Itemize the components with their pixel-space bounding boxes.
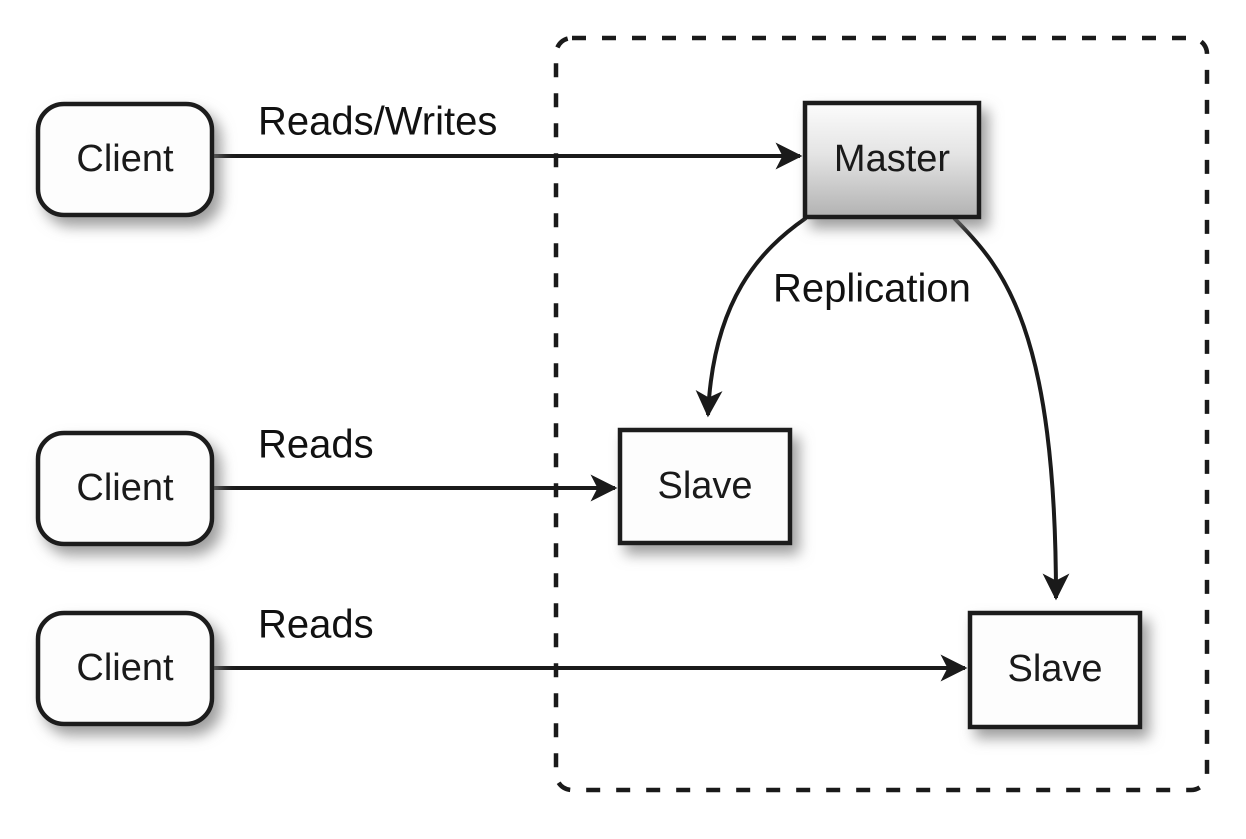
node-client-top[interactable]: Client bbox=[35, 101, 215, 218]
database-cluster-boundary bbox=[553, 35, 1210, 793]
edge-master-to-slave-upper bbox=[695, 216, 808, 418]
slave-lower-shape[interactable] bbox=[967, 610, 1143, 730]
edge-label-reads-bottom: Reads bbox=[258, 603, 374, 647]
client-middle-label: Client bbox=[76, 467, 174, 509]
edge-master-to-slave-lower bbox=[952, 216, 1070, 601]
replication-curve-left bbox=[695, 216, 808, 418]
slave-upper-shape[interactable] bbox=[617, 427, 793, 546]
replication-curve-right bbox=[952, 216, 1070, 601]
node-slave-upper[interactable]: Slave bbox=[617, 427, 793, 546]
master-shape[interactable] bbox=[802, 100, 982, 220]
edge-label-reads-writes: Reads/Writes bbox=[258, 100, 497, 144]
node-client-bottom[interactable]: Client bbox=[35, 610, 215, 727]
client-top-label: Client bbox=[76, 138, 174, 180]
node-master[interactable]: Master bbox=[802, 100, 982, 220]
edge-label-reads-middle: Reads bbox=[258, 423, 374, 467]
slave-lower-label: Slave bbox=[1007, 648, 1102, 690]
node-slave-lower[interactable]: Slave bbox=[967, 610, 1143, 730]
client-middle-shape[interactable] bbox=[35, 430, 215, 547]
node-client-middle[interactable]: Client bbox=[35, 430, 215, 547]
client-bottom-shape[interactable] bbox=[35, 610, 215, 727]
edge-label-replication: Replication bbox=[773, 267, 971, 311]
client-bottom-label: Client bbox=[76, 647, 174, 689]
master-label: Master bbox=[834, 138, 950, 180]
client-top-shape[interactable] bbox=[35, 101, 215, 218]
slave-upper-label: Slave bbox=[657, 465, 752, 507]
